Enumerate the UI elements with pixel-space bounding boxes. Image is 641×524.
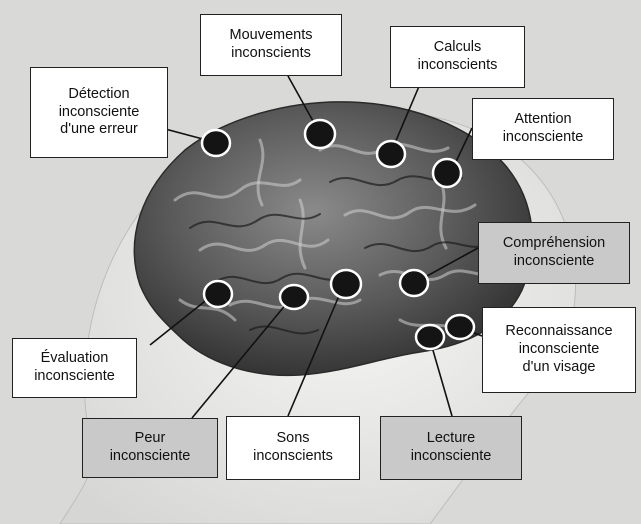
marker-comprehension [400,270,428,296]
label-reconnaissance: Reconnaissance inconsciente d'un visage [482,307,636,393]
label-detection: Détection inconsciente d'une erreur [30,67,168,158]
marker-evaluation [204,281,232,307]
label-attention: Attention inconsciente [472,98,614,160]
marker-reconnaissance [446,315,474,339]
marker-sons [331,270,361,298]
marker-peur [280,285,308,309]
label-evaluation: Évaluation inconsciente [12,338,137,398]
marker-mouvements [305,120,335,148]
marker-lecture [416,325,444,349]
marker-attention [433,159,461,187]
label-lecture: Lecture inconsciente [380,416,522,480]
label-comprehension: Compréhension inconsciente [478,222,630,284]
label-peur: Peur inconsciente [82,418,218,478]
label-mouvements: Mouvements inconscients [200,14,342,76]
label-calculs: Calculs inconscients [390,26,525,88]
marker-detection [202,130,230,156]
marker-calculs [377,141,405,167]
label-sons: Sons inconscients [226,416,360,480]
